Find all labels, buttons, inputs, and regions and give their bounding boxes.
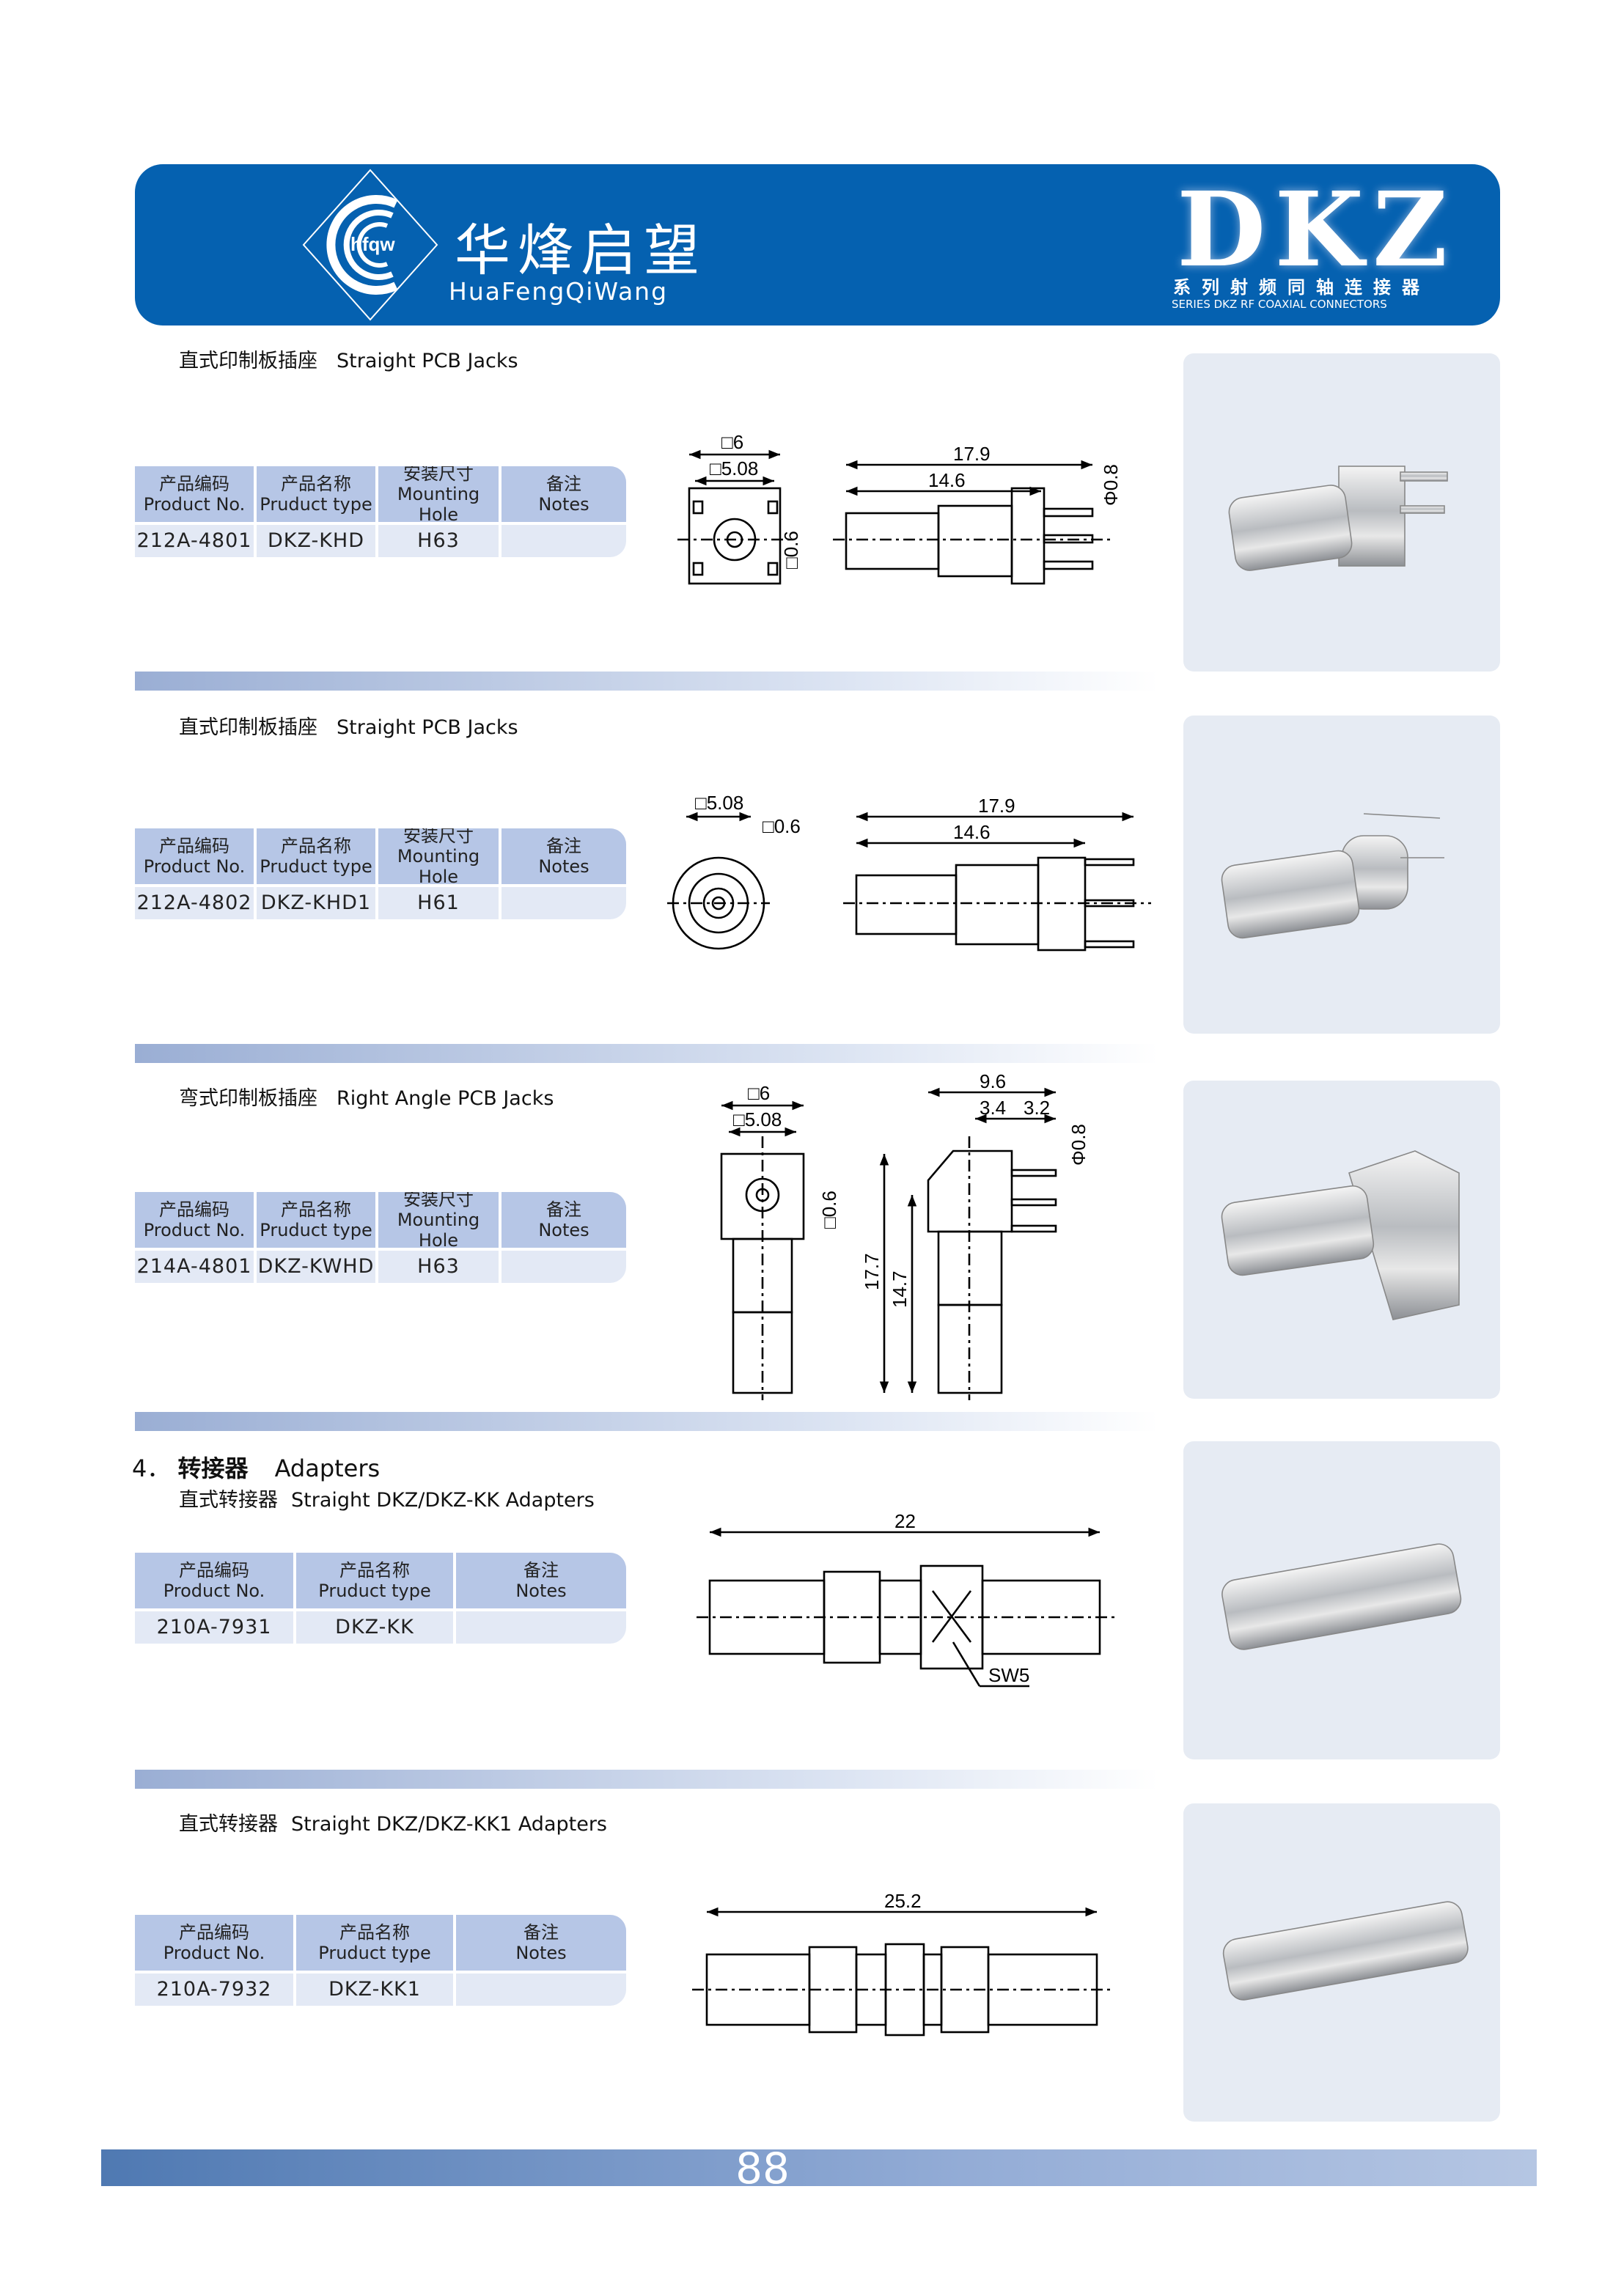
drawing-214A-4801 — [720, 1087, 1057, 1400]
svg-text:hfqw: hfqw — [350, 233, 395, 255]
series-subtitle-en: SERIES DKZ RF COAXIAL CONNECTORS — [1172, 298, 1387, 311]
series-subtitle-cn: 系列射频同轴连接器 — [1173, 277, 1430, 298]
svg-text:□6: □6 — [721, 431, 743, 453]
drawing-212A-4801 — [677, 449, 1114, 585]
drawing-210A-7931 — [697, 1527, 1114, 1688]
svg-text:9.6: 9.6 — [980, 1070, 1006, 1092]
svg-text:14.6: 14.6 — [953, 821, 991, 843]
svg-text:□0.6: □0.6 — [818, 1191, 840, 1229]
svg-text:14.7: 14.7 — [889, 1270, 911, 1308]
series-logo: DKZ — [1177, 170, 1457, 290]
svg-text:3.4: 3.4 — [980, 1097, 1006, 1119]
svg-text:17.9: 17.9 — [953, 443, 991, 465]
drawing-210A-7932 — [692, 1907, 1112, 2037]
page-number: 88 — [735, 2144, 790, 2193]
svg-text:□5.08: □5.08 — [710, 457, 758, 479]
svg-text:SW5: SW5 — [988, 1664, 1029, 1686]
svg-text:Φ0.8: Φ0.8 — [1100, 464, 1122, 506]
section-divider — [135, 1044, 1158, 1063]
svg-text:□5.08: □5.08 — [695, 792, 743, 814]
svg-text:□5.08: □5.08 — [733, 1108, 782, 1130]
svg-text:□6: □6 — [748, 1082, 770, 1104]
company-logo: hfqw — [302, 169, 438, 321]
svg-text:14.6: 14.6 — [928, 469, 966, 491]
brand-name-en: HuaFengQiWang — [449, 277, 669, 306]
svg-text:□0.6: □0.6 — [780, 531, 802, 569]
drawing-212A-4802 — [667, 812, 1151, 952]
svg-text:22: 22 — [894, 1510, 916, 1532]
svg-text:25.2: 25.2 — [884, 1890, 922, 1912]
svg-text:□0.6: □0.6 — [763, 815, 801, 837]
connector-render — [1221, 466, 1469, 2001]
section-divider — [135, 672, 1158, 691]
footer-bar — [101, 2149, 1537, 2186]
section-divider — [135, 1770, 1158, 1789]
section-divider — [135, 1412, 1158, 1431]
svg-text:3.2: 3.2 — [1024, 1097, 1050, 1119]
brand-name-cn: 华烽启望 — [455, 218, 707, 283]
header-banner — [135, 164, 1500, 325]
svg-text:Φ0.8: Φ0.8 — [1068, 1124, 1090, 1166]
svg-text:17.9: 17.9 — [978, 795, 1015, 817]
svg-text:17.7: 17.7 — [861, 1253, 883, 1290]
